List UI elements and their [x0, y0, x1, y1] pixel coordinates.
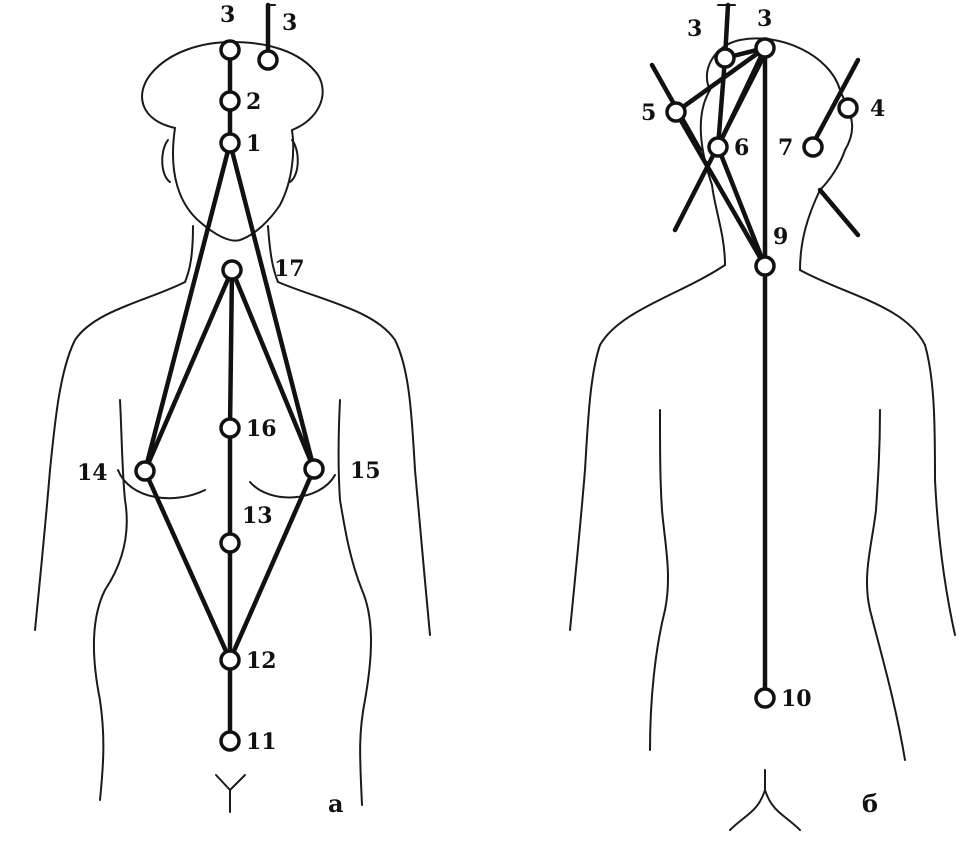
point-a-12	[219, 649, 241, 671]
edge-a-17-15	[229, 267, 317, 472]
point-label-a-17: 17	[274, 256, 305, 282]
point-b-6	[707, 136, 729, 158]
point-a-1	[219, 132, 241, 154]
point-label-b-3a: 3	[687, 16, 702, 42]
point-b-5	[665, 101, 687, 123]
edge-a-1-15	[227, 140, 317, 472]
point-a-3a	[219, 39, 241, 61]
point-b-4	[837, 97, 859, 119]
edge-b-3b-5	[673, 45, 768, 115]
point-label-b-10: 10	[781, 686, 812, 712]
edge-b-5-9	[673, 109, 768, 269]
point-label-a-12: 12	[246, 648, 277, 674]
panel-b-needle-line	[817, 187, 861, 238]
edge-a-14-12	[142, 468, 233, 663]
point-label-a-3a: 3	[220, 2, 235, 28]
point-label-a-11: 11	[246, 729, 277, 755]
point-label-a-1: 1	[246, 131, 261, 157]
point-label-a-2: 2	[246, 89, 261, 115]
edge-a-17-16	[227, 267, 235, 431]
edge-b-3a-6	[715, 55, 728, 150]
point-a-17	[221, 259, 243, 281]
point-a-11	[219, 730, 241, 752]
point-a-13	[219, 532, 241, 554]
point-label-b-9: 9	[773, 224, 788, 250]
point-b-7	[802, 136, 824, 158]
point-b-9	[754, 255, 776, 277]
panel-b-needle-line	[812, 57, 861, 143]
point-b-3b	[754, 37, 776, 59]
panel-label-a: а	[328, 789, 344, 818]
edge-b-6-9	[715, 144, 768, 269]
point-a-3b	[257, 49, 279, 71]
point-a-15	[303, 458, 325, 480]
connection-lines	[142, 2, 861, 744]
point-a-14	[134, 460, 156, 482]
point-label-b-4: 4	[870, 96, 885, 122]
point-b-3a	[714, 47, 736, 69]
edge-a-17-14	[142, 267, 235, 474]
point-b-10	[754, 687, 776, 709]
point-a-2	[219, 90, 241, 112]
acupoints: 3 3 2 1 17 16 14 15 13 12 11 3 3 4 5 6 7 9 10	[77, 2, 885, 755]
front-body-outline	[34, 4, 431, 813]
point-label-a-15: 15	[350, 458, 381, 484]
point-label-a-13: 13	[242, 503, 273, 529]
panel-label-b: б	[862, 789, 878, 818]
point-label-a-14: 14	[77, 460, 108, 486]
point-a-16	[219, 417, 241, 439]
point-label-b-7: 7	[778, 135, 793, 161]
point-label-a-16: 16	[246, 416, 277, 442]
edge-b-3b-6	[715, 45, 768, 150]
point-label-b-5: 5	[641, 100, 656, 126]
point-label-b-6: 6	[734, 135, 749, 161]
point-label-a-3b: 3	[282, 10, 297, 36]
edge-a-1-14	[142, 140, 233, 474]
edge-a-15-12	[227, 466, 317, 663]
point-label-b-3b: 3	[757, 6, 772, 32]
